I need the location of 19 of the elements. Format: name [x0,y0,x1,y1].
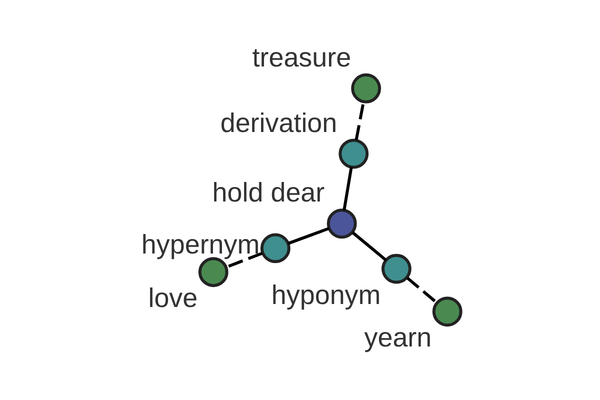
connector [288,226,330,245]
node-circle [351,73,382,104]
node-circle [381,254,412,284]
node-label: derivation [220,108,338,138]
node-circle [260,233,290,264]
node-label: love [148,283,198,314]
connector [351,231,387,262]
node-label: treasure [252,42,352,73]
node-label: hyponym [271,280,381,310]
node-label: hold dear [212,178,325,208]
connector [354,102,365,140]
connector [342,166,353,210]
node-circle [432,296,462,327]
connector [226,252,263,268]
node-circle [338,138,369,169]
node-label: hypernym [141,229,260,260]
connector [406,276,437,304]
node-label: yearn [364,322,432,353]
node-circle [326,208,357,239]
